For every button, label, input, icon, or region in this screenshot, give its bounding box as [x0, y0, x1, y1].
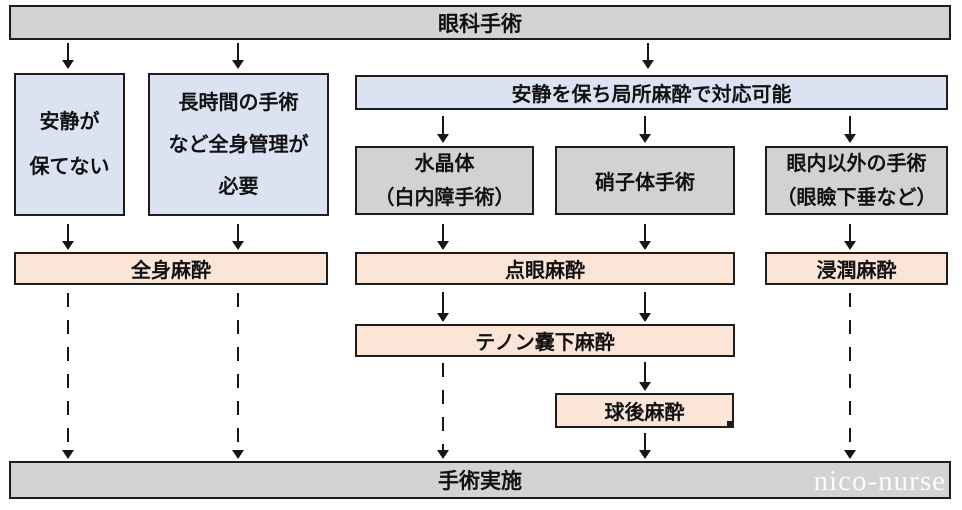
node-eye-surgery: 眼科手術	[9, 5, 951, 40]
arrow-lens-to-topical	[437, 224, 449, 250]
artifact-dot	[727, 421, 732, 426]
node-vitreous-surgery: 硝子体手術	[555, 146, 735, 215]
node-retrobulbar-anesthesia: 球後麻酔	[555, 393, 734, 428]
arrow-general-to-bottom-left	[62, 293, 74, 459]
arrow-retrobulbar-to-bottom	[639, 433, 651, 459]
node-lens-cataract: 水晶体 （白内障手術）	[355, 146, 534, 215]
node-cannot-stay-calm: 安静が 保てない	[14, 73, 125, 216]
arrow-extraocular-to-infiltration	[844, 224, 856, 250]
arrow-calm-to-general	[62, 224, 74, 250]
arrow-topical-to-subtenon-right	[639, 292, 651, 322]
arrow-local-to-vitreous	[639, 116, 651, 143]
watermark-nico-nurse: nico-nurse	[813, 465, 946, 497]
node-extraocular-surgery: 眼内以外の手術 （眼瞼下垂など）	[765, 146, 948, 215]
arrow-subtenon-to-retrobulbar	[639, 362, 651, 391]
node-infiltration-anesthesia: 浸潤麻酔	[765, 252, 948, 285]
arrow-top-to-local	[642, 43, 654, 69]
arrow-top-to-long-surgery	[232, 43, 244, 69]
arrow-subtenon-to-bottom	[437, 363, 449, 459]
node-surgery-performed: 手術実施	[9, 461, 951, 499]
arrow-top-to-calm	[62, 43, 74, 69]
node-local-anesthesia-possible: 安静を保ち局所麻酔で対応可能	[355, 75, 948, 110]
arrow-topical-to-subtenon-left	[437, 292, 449, 322]
arrow-vitreous-to-topical	[639, 224, 651, 250]
arrow-infiltration-to-bottom	[844, 293, 856, 459]
node-topical-anesthesia: 点眼麻酔	[355, 252, 735, 285]
node-long-surgery: 長時間の手術 など全身管理が 必要	[148, 73, 329, 216]
arrow-general-to-bottom-right	[232, 293, 244, 459]
arrow-local-to-lens	[437, 116, 449, 143]
arrow-local-to-extraocular	[844, 116, 856, 143]
arrow-long-to-general	[232, 224, 244, 250]
node-subtenon-anesthesia: テノン嚢下麻酔	[355, 324, 735, 357]
node-general-anesthesia: 全身麻酔	[14, 252, 328, 285]
